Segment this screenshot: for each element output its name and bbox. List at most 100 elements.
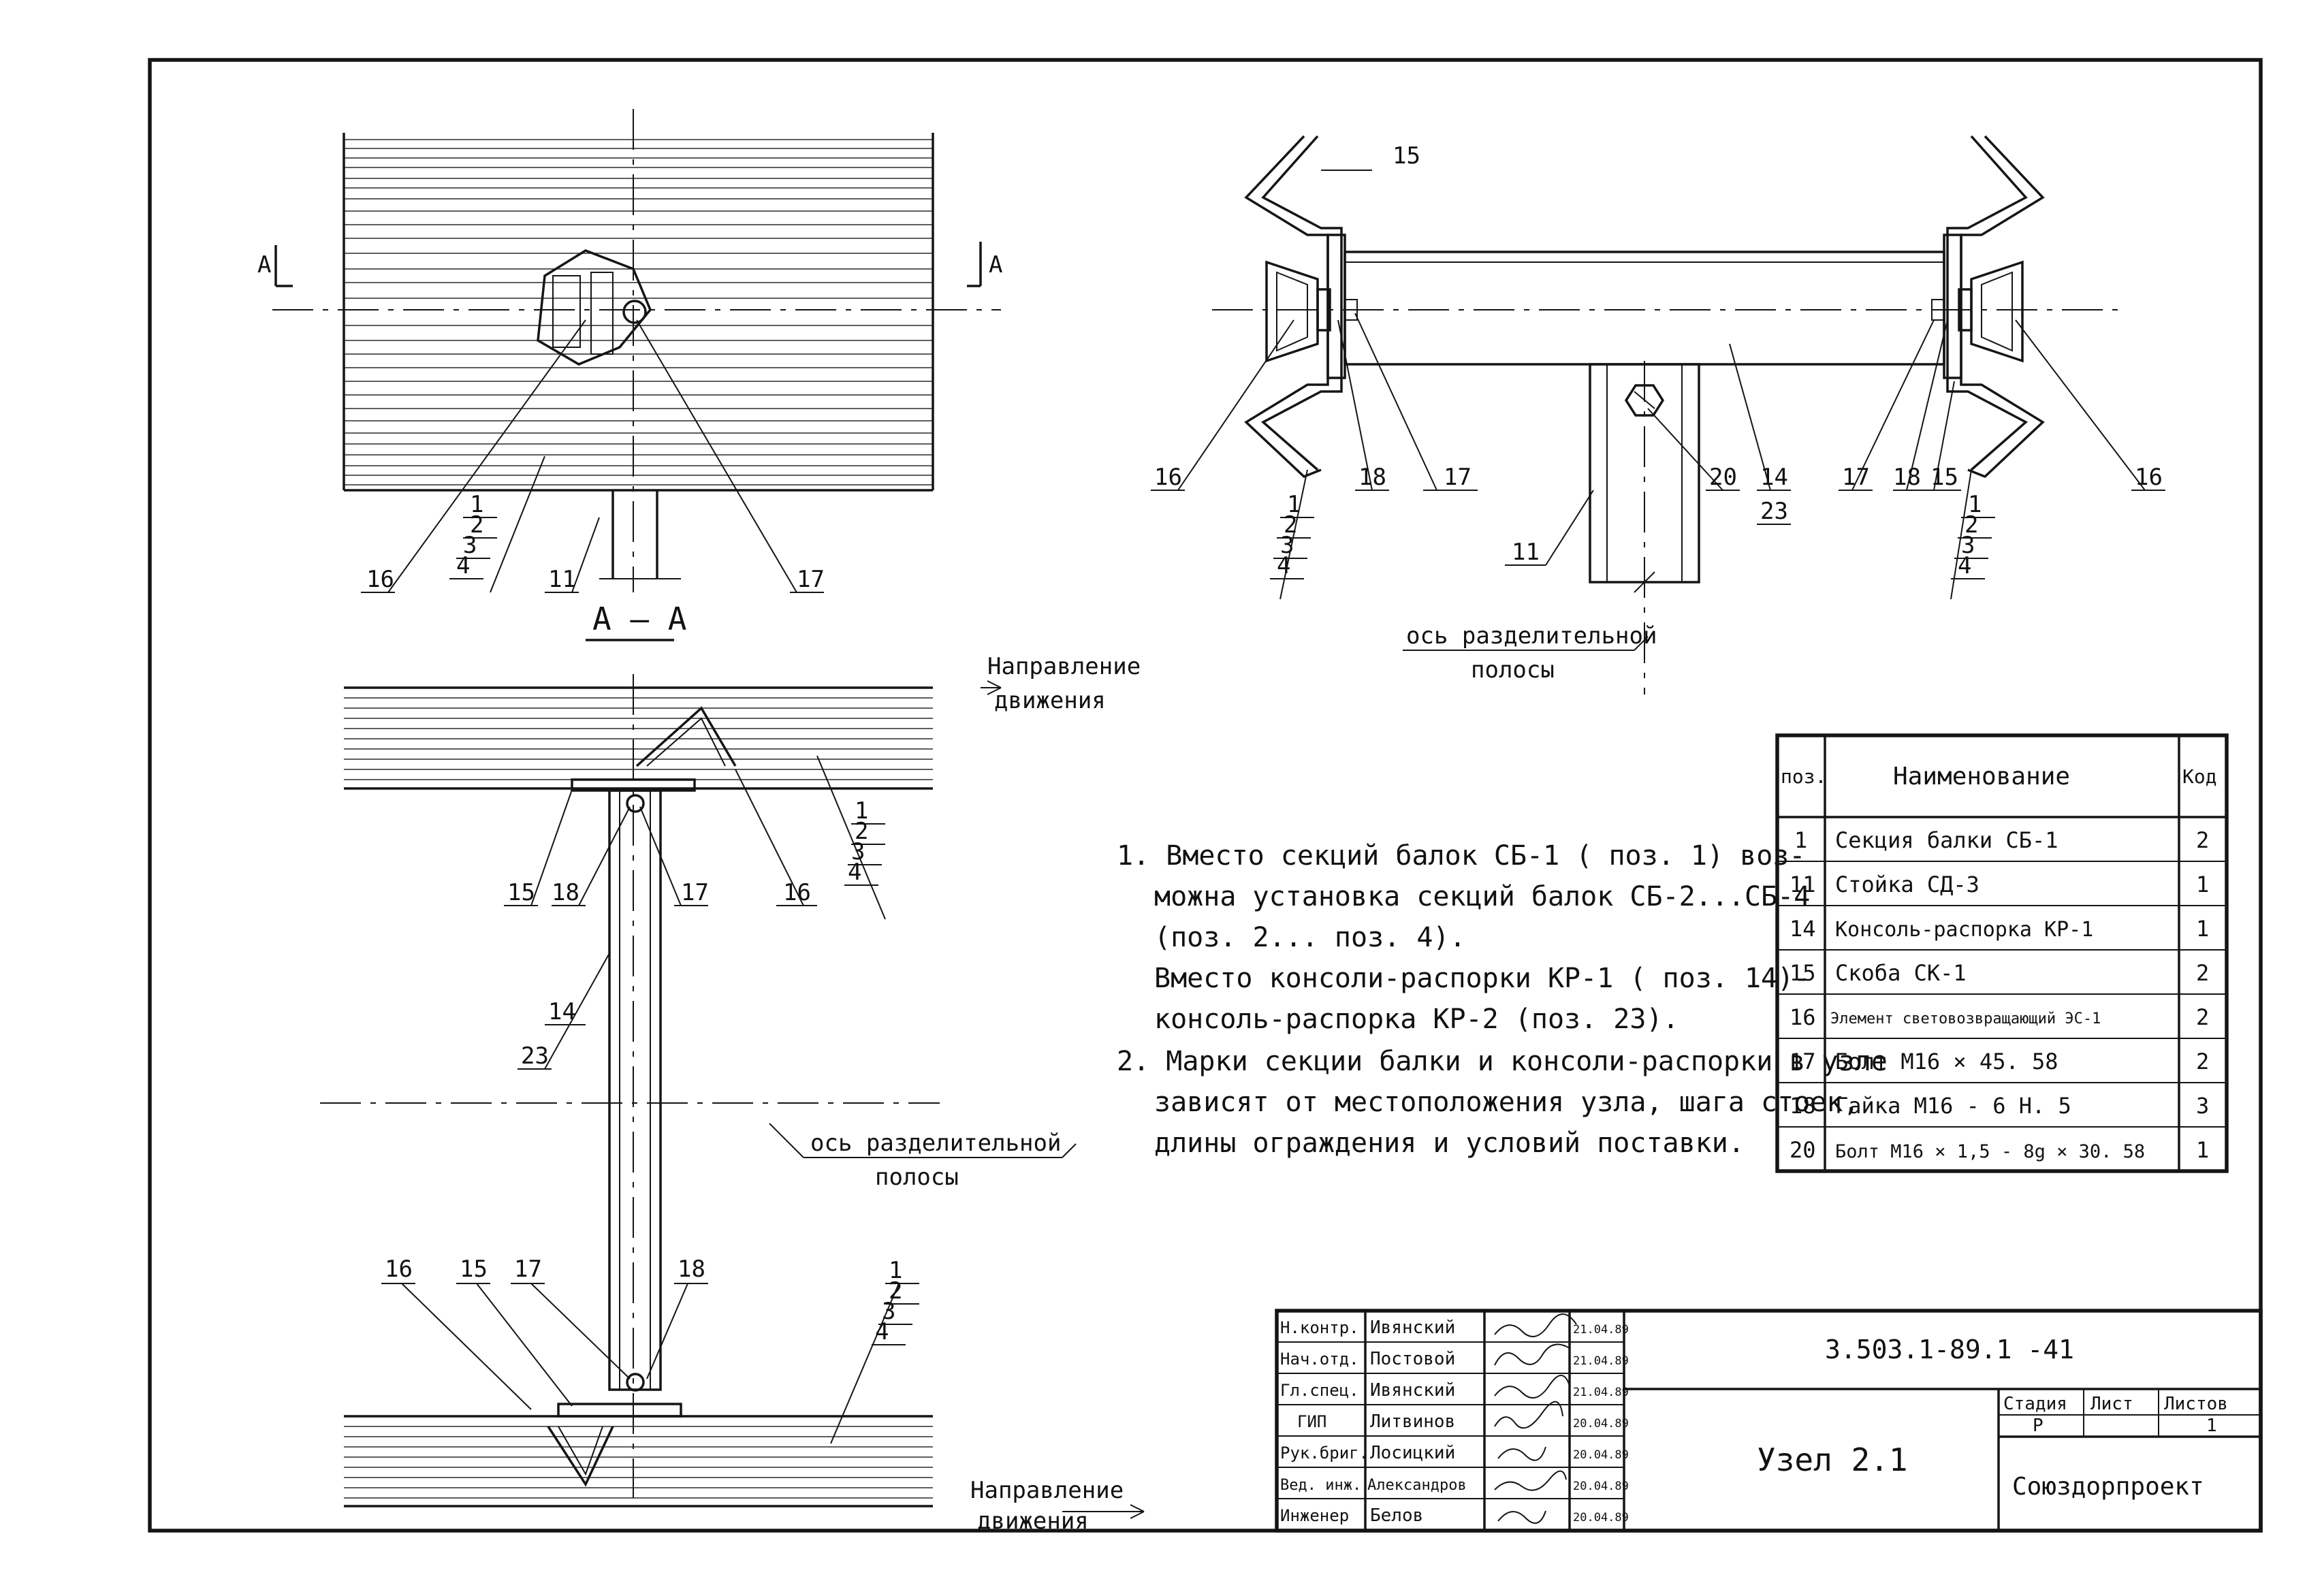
callout-15-top: 15 xyxy=(1393,142,1420,170)
tb-date-2: 21.04.89 xyxy=(1573,1354,1629,1368)
elevation-leaders xyxy=(1151,170,2165,651)
callout-3-right: 3 xyxy=(1961,532,1975,559)
callout-16-plan-top: 16 xyxy=(783,879,811,906)
stage-header: Стадия xyxy=(2003,1394,2067,1414)
callout-14-plan: 14 xyxy=(548,998,576,1025)
axis-label-plan-2: полосы xyxy=(875,1164,959,1191)
callout-17-aa: 17 xyxy=(797,566,825,593)
tb-role-1: Н.контр. xyxy=(1280,1318,1359,1337)
spec-row-4-code: 2 xyxy=(2196,960,2209,986)
tb-role-3: Гл.спец. xyxy=(1280,1381,1359,1400)
callout-16-plan-bot: 16 xyxy=(385,1256,413,1283)
tb-role-5: Рук.бриг. xyxy=(1280,1443,1369,1463)
direction-top-2: движения xyxy=(994,687,1106,714)
callout-11-elev: 11 xyxy=(1512,539,1540,566)
tb-date-1: 21.04.89 xyxy=(1573,1323,1629,1337)
callout-3-plan-top: 3 xyxy=(851,838,865,865)
plan-leaders xyxy=(381,680,1145,1519)
callout-11-aa: 11 xyxy=(548,566,576,593)
spec-table: поз. Наименование Код 1 Секция балки СБ-… xyxy=(1775,733,2229,1173)
callout-4-right: 4 xyxy=(1958,552,1971,579)
spec-row-7-name: Гайка М16 - 6 Н. 5 xyxy=(1835,1093,2071,1119)
sheet-border xyxy=(148,58,2263,1533)
callout-2-right: 2 xyxy=(1965,511,1978,539)
section-aa-leaders xyxy=(361,319,824,593)
callout-1-plan-bot: 1 xyxy=(889,1257,902,1284)
reflector-element-16-right xyxy=(1931,260,2024,363)
spec-row-8-name: Болт М16 × 1,5 - 8g × 30. 58 xyxy=(1835,1141,2145,1162)
callout-4-left: 4 xyxy=(1277,552,1290,579)
sheets-header: Листов xyxy=(2164,1394,2228,1414)
note-line-3: (поз. 2... поз. 4). xyxy=(1154,922,1466,953)
direction-top-1: Направление xyxy=(987,653,1141,680)
plan-view: Направление движения 1 2 3 4 16 15 18 17… xyxy=(320,653,1145,1535)
spec-row-2-code: 1 xyxy=(2196,872,2209,897)
spec-row-5-pos: 16 xyxy=(1790,1004,1816,1030)
sheet-header: Лист xyxy=(2090,1394,2133,1414)
callout-1-aa: 1 xyxy=(470,491,483,518)
callout-3-left: 3 xyxy=(1280,532,1294,559)
post-11 xyxy=(599,490,681,579)
section-aa-hatching xyxy=(344,139,933,485)
spec-row-5-name: Элемент световозвращающий ЭС-1 xyxy=(1830,1010,2101,1027)
tb-date-7: 20.04.89 xyxy=(1573,1511,1629,1525)
doc-code: 3.503.1-89.1 -41 xyxy=(1825,1335,2074,1364)
callout-16-aa: 16 xyxy=(366,566,394,593)
elevation-view: 15 16 18 17 20 14 23 17 18 15 16 11 1 2 … xyxy=(1151,135,2165,695)
tb-role-6: Вед. инж. xyxy=(1280,1477,1361,1494)
section-aa-title: А – А xyxy=(592,601,686,637)
strut-14 xyxy=(1343,251,1945,366)
spec-row-7-code: 3 xyxy=(2196,1093,2209,1119)
tb-name-5: Лосицкий xyxy=(1370,1443,1455,1463)
spec-row-1-pos: 1 xyxy=(1794,827,1807,853)
spec-row-5-code: 2 xyxy=(2196,1004,2209,1030)
sheet-title: Узел 2.1 xyxy=(1757,1441,1908,1478)
direction-bottom-2: движения xyxy=(977,1507,1089,1535)
note-line-4: Вместо консоли-распорки КР-1 ( поз. 14)- xyxy=(1154,963,1810,994)
callout-15-right: 15 xyxy=(1930,464,1958,491)
callout-18-plan-bot: 18 xyxy=(678,1256,705,1283)
spec-row-6-code: 2 xyxy=(2196,1049,2209,1074)
spec-row-3-code: 1 xyxy=(2196,916,2209,942)
stage-value: Р xyxy=(2033,1416,2043,1436)
note-line-8: длины ограждения и условий поставки. xyxy=(1154,1128,1745,1159)
spec-row-8-pos: 20 xyxy=(1790,1137,1816,1163)
tb-date-6: 20.04.89 xyxy=(1573,1480,1629,1493)
spec-row-2-name: Стойка СД-3 xyxy=(1835,872,1979,897)
tb-name-6: Александров xyxy=(1367,1477,1467,1494)
callout-14: 14 xyxy=(1760,464,1788,491)
spec-row-1-name: Секция балки СБ-1 xyxy=(1835,827,2058,853)
callout-17-plan-top: 17 xyxy=(681,879,709,906)
signatures xyxy=(1494,1313,1577,1524)
spec-row-4-name: Скоба СК-1 xyxy=(1835,960,1967,986)
plan-strut-14 xyxy=(608,789,662,1392)
tb-name-7: Белов xyxy=(1370,1505,1423,1526)
spec-row-3-name: Консоль-распорка КР-1 xyxy=(1835,918,2093,942)
callout-17-plan-bot: 17 xyxy=(514,1256,542,1283)
section-aa-view: А А xyxy=(257,109,1002,641)
callout-18-plan-top: 18 xyxy=(552,879,579,906)
section-mark-right-label: А xyxy=(989,251,1002,278)
section-mark-left: А xyxy=(257,245,293,287)
spec-header-pos: поз. xyxy=(1781,765,1826,788)
tb-name-3: Ивянский xyxy=(1370,1380,1455,1401)
spec-row-8-code: 1 xyxy=(2196,1137,2209,1163)
section-mark-left-label: А xyxy=(257,251,271,278)
tb-name-1: Ивянский xyxy=(1370,1318,1455,1338)
plan-bottom-beam xyxy=(344,1403,933,1507)
sheets-value: 1 xyxy=(2206,1416,2217,1436)
tb-role-4: ГИП xyxy=(1297,1412,1326,1431)
callout-4-plan-bot: 4 xyxy=(875,1318,889,1345)
reflector-element-16-left xyxy=(1265,260,1358,363)
tb-date-5: 20.04.89 xyxy=(1573,1448,1629,1462)
bracket-15-right xyxy=(1943,135,2045,479)
tb-date-3: 21.04.89 xyxy=(1573,1386,1629,1399)
callout-23-plan: 23 xyxy=(521,1042,549,1070)
tb-name-4: Литвинов xyxy=(1370,1411,1455,1432)
callout-2-left: 2 xyxy=(1284,511,1297,539)
callout-4-plan-top: 4 xyxy=(848,859,861,886)
spec-row-7-pos: 18 xyxy=(1790,1093,1816,1119)
callout-3-plan-bot: 3 xyxy=(882,1298,895,1325)
spec-header-name: Наименование xyxy=(1893,763,2070,791)
